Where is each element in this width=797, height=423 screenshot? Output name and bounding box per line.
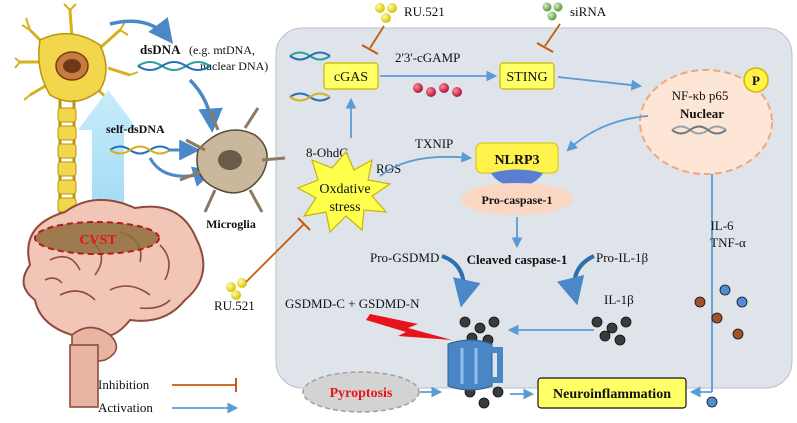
procasp1-label: Pro-caspase-1: [481, 193, 552, 207]
cleaved-casp1-label: Cleaved caspase-1: [467, 252, 568, 267]
oxstress-line1: Oxdative: [319, 182, 370, 197]
inhibit-ru521-cgas: [369, 25, 385, 49]
cgas-label: cGAS: [334, 70, 368, 85]
arrow-ros-to-nlrp3: [379, 151, 473, 177]
pyroptosis-ellipse: [302, 371, 420, 413]
cvst-label: CVST: [79, 233, 117, 248]
il6-label: IL-6: [710, 218, 734, 233]
lightning-bolt: [366, 314, 452, 340]
large-upward-arrow: [78, 90, 138, 228]
self-dsdna-helix: [109, 145, 171, 155]
nucleus: [639, 69, 773, 175]
cgamp-molecules: [413, 83, 462, 97]
nuclear-dna-helix: [671, 125, 727, 135]
pro-caspase-1-ellipse: [461, 183, 573, 215]
il6-tnfa-particles: [694, 284, 748, 408]
pro-gsdmd-label: Pro-GSDMD: [370, 250, 439, 265]
cgamp-label: 2'3'-cGAMP: [395, 50, 460, 65]
dsdna-helix-top: [137, 61, 211, 71]
sting-box: [499, 62, 555, 90]
sting-label: STING: [506, 70, 547, 85]
nuclear-label: Nuclear: [680, 106, 724, 121]
tnfa-label: TNF-α: [710, 235, 746, 250]
arrow-il1b-cleavage: [556, 254, 595, 306]
nfkb-label: NF-κb p65: [672, 88, 729, 103]
ru521-top-label: RU.521: [404, 4, 445, 19]
phospho-label: P: [752, 73, 760, 88]
phospho-badge: [743, 67, 769, 93]
dsdna-label: dsDNA: [140, 42, 181, 57]
legend-inhibition-label: Inhibition: [98, 377, 150, 392]
self-dsdna-label: self-dsDNA: [106, 122, 165, 136]
txnip-label: TXNIP: [415, 136, 453, 151]
oxidative-stress-burst: [296, 150, 392, 234]
microglia-illustration: [179, 107, 286, 213]
microglia-label: Microglia: [206, 217, 256, 231]
cgas-box: [323, 62, 379, 90]
inhibit-sirna-sting: [544, 23, 561, 47]
ru521-molecule-top: [375, 3, 397, 23]
il1b-label: IL-1β: [604, 292, 634, 307]
neuroinflammation-box: [537, 377, 687, 409]
arrow-gsdmd-cleavage: [441, 254, 481, 308]
brain-illustration: [22, 198, 205, 408]
pro-il1b-label: Pro-IL-1β: [596, 250, 648, 265]
cvst-lesion: [34, 221, 160, 255]
il1b-particles: [591, 316, 632, 346]
dsdna-examples-line1: (e.g. mtDNA,: [189, 43, 255, 57]
dna-helix-cgas-bottom: [289, 92, 331, 102]
ohdg-label: 8-OhdG: [306, 145, 349, 160]
nlrp3-label: NLRP3: [494, 153, 539, 168]
arrow-dsdna-to-microglia: [188, 78, 223, 133]
gsdmd-pore: [447, 339, 503, 391]
legend-activation-label: Activation: [98, 400, 153, 415]
pyroptosis-label: Pyroptosis: [330, 386, 393, 401]
oxstress-line2: stress: [329, 200, 360, 215]
ros-label: ROS: [376, 161, 401, 176]
arrow-sting-to-nfkb: [557, 76, 643, 91]
arrow-neuron-to-dsdna: [109, 16, 173, 44]
ru521-molecule-bottom: [226, 278, 247, 300]
asc-adaptor: [491, 169, 543, 186]
sirna-label: siRNA: [570, 4, 607, 19]
inhibit-ru521-oxstress: [245, 223, 305, 283]
sirna-molecule: [542, 2, 563, 21]
dna-helix-cgas-top: [289, 51, 331, 61]
dsdna-examples-line2: nuclear DNA): [200, 59, 268, 73]
ru521-bottom-label: RU.521: [214, 298, 255, 313]
neuroinflammation-label: Neuroinflammation: [553, 387, 671, 402]
arrow-nfkb-to-nlrp3: [566, 115, 649, 152]
gsdmd-cn-label: GSDMD-C + GSDMD-N: [285, 296, 420, 311]
